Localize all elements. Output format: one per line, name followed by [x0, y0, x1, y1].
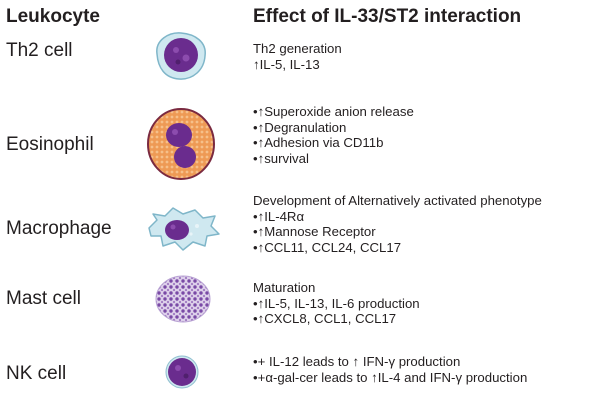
effects-list: Development of Alternatively activated p…: [253, 193, 542, 255]
effect-line: •↑survival: [253, 150, 309, 166]
effect-line: Development of Alternatively activated p…: [253, 193, 542, 208]
leukocyte-column-header: Leukocyte: [6, 6, 100, 27]
effects-list: Maturation •↑IL-5, IL-13, IL-6 productio…: [253, 280, 420, 327]
mast-cell-icon: [155, 275, 211, 323]
leukocyte-name: Macrophage: [6, 218, 112, 239]
effect-line: •+α-gal-cer leads to ↑IL-4 and IFN-γ pro…: [253, 369, 528, 385]
effect-line: Th2 generation: [253, 41, 342, 56]
nk-cell-icon: [165, 355, 199, 389]
effect-line: •↑Mannose Receptor: [253, 224, 376, 239]
effect-line: •↑Adhesion via CD11b: [253, 135, 384, 150]
effect-line: Maturation: [253, 280, 316, 295]
th2-cell-icon: [156, 32, 206, 80]
effect-line: •↑Superoxide anion release: [253, 104, 414, 119]
effect-line: •↑Degranulation: [253, 119, 347, 135]
macrophage-cell-icon: [148, 207, 220, 251]
leukocyte-name: Eosinophil: [6, 134, 94, 155]
leukocyte-name: Th2 cell: [6, 40, 73, 61]
effects-list: Th2 generation ↑IL-5, IL-13: [253, 41, 342, 72]
effects-list: •↑Superoxide anion release •↑Degranulati…: [253, 104, 414, 166]
effect-line: •+ IL-12 leads to ↑ IFN-γ production: [253, 354, 461, 369]
effect-column-header: Effect of IL-33/ST2 interaction: [253, 6, 522, 27]
effects-list: •+ IL-12 leads to ↑ IFN-γ production •+α…: [253, 354, 527, 385]
effect-line: •↑CXCL8, CCL1, CCL17: [253, 311, 397, 326]
effect-line: ↑IL-5, IL-13: [253, 56, 320, 72]
leukocyte-name: NK cell: [6, 363, 67, 384]
effect-line: •↑IL-5, IL-13, IL-6 production: [253, 295, 420, 311]
effect-line: •↑IL-4Rα: [253, 208, 305, 224]
leukocyte-name: Mast cell: [6, 288, 81, 309]
eosinophil-cell-icon: [147, 108, 215, 180]
effect-line: •↑CCL11, CCL24, CCL17: [253, 239, 402, 255]
